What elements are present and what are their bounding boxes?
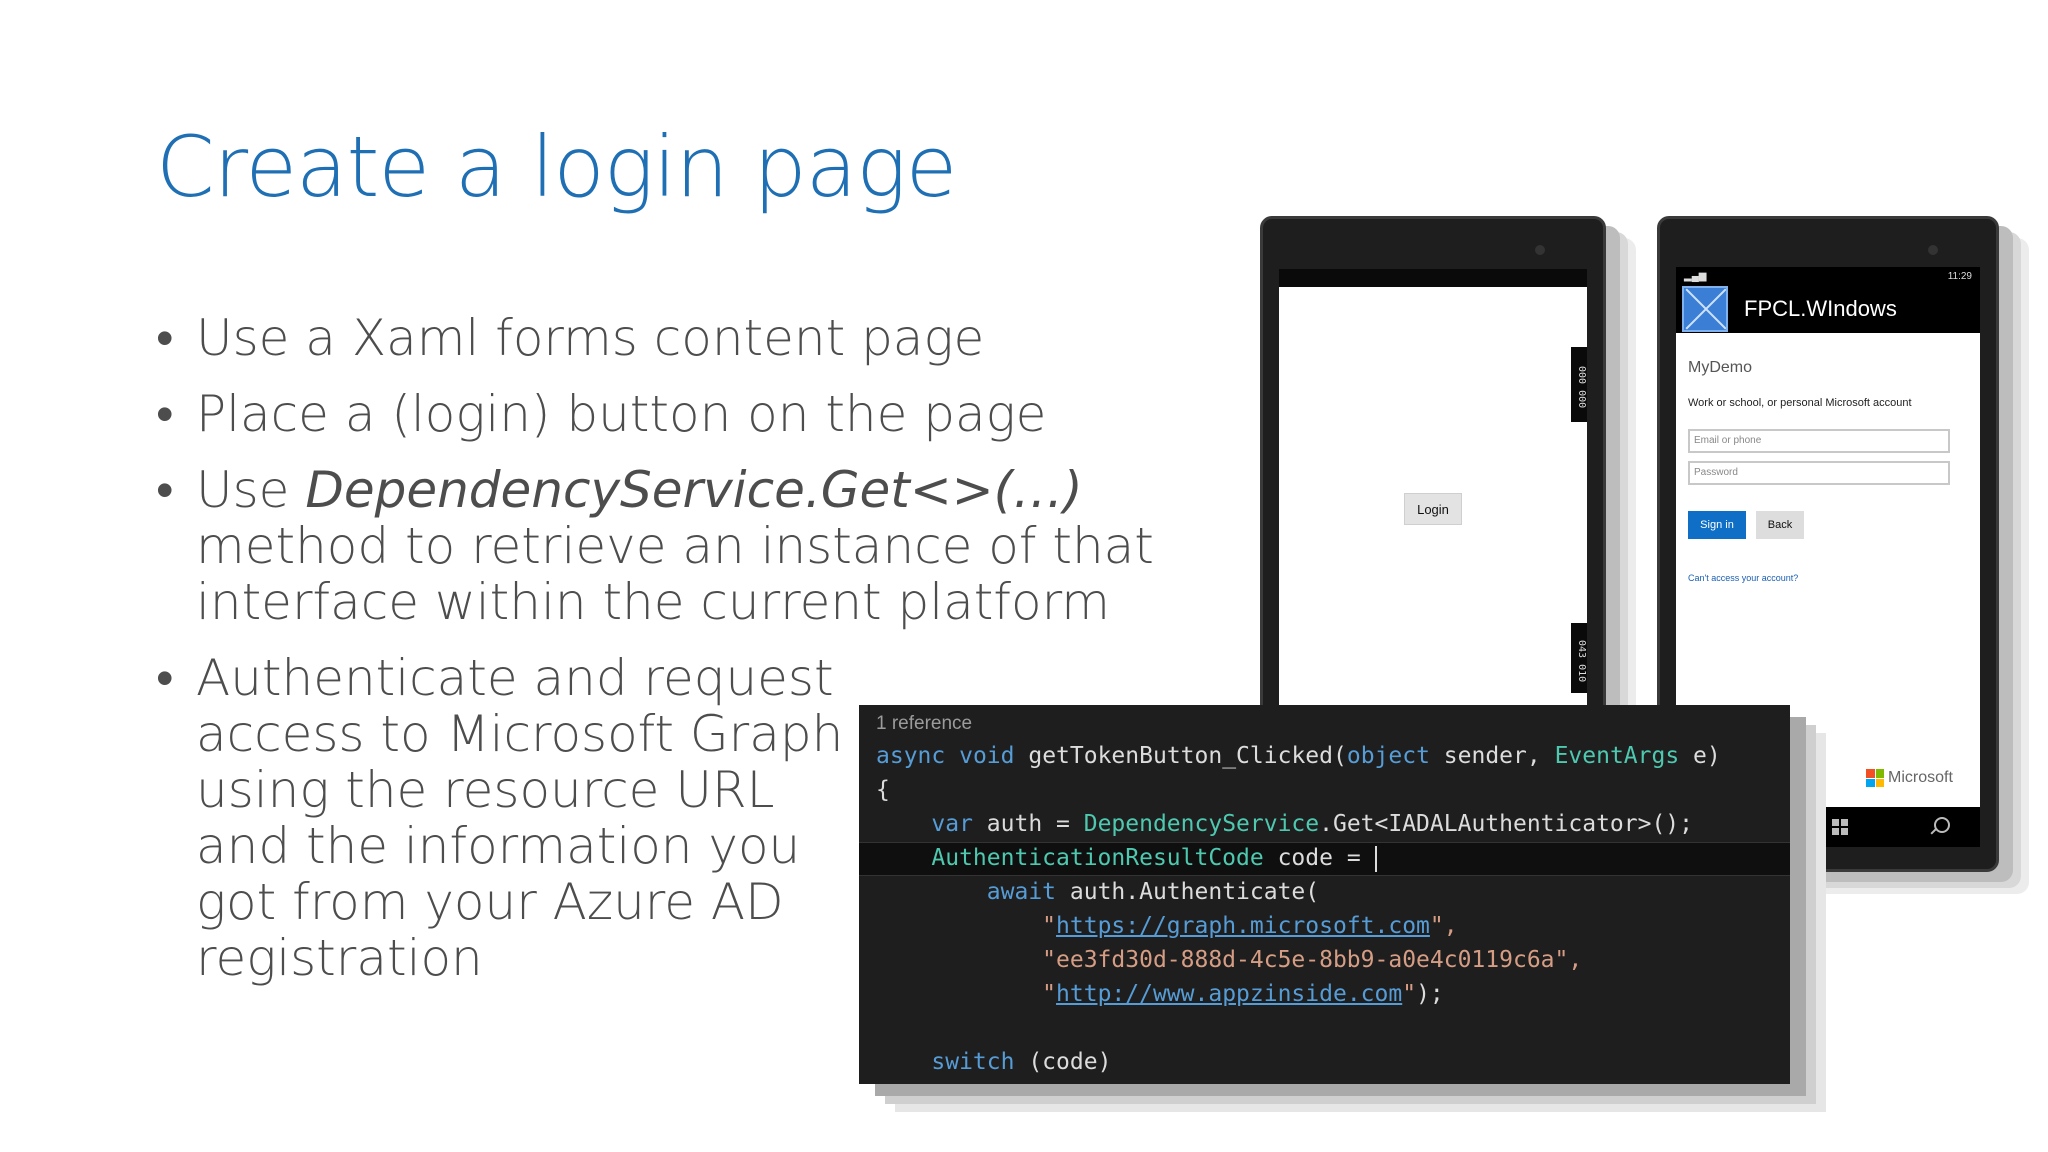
bullet-item: Use DependencyService.Get<>(…) method to… [156,462,1156,630]
bullet-list: Use a Xaml forms content page Place a (l… [156,310,1154,1006]
bullet-emphasis: DependencyService.Get<>(…) [305,461,1083,519]
bullet-text: method to retrieve an instance of that i… [196,517,1154,631]
status-time: 11:29 [1947,270,1972,282]
redirect-url-link[interactable]: http://www.appzinside.com [1056,981,1403,1007]
brand-name: Microsoft [1888,769,1953,786]
current-line-highlight [859,842,1790,876]
text-caret [1374,845,1377,872]
frame-counter: 000 000 [1571,347,1587,422]
password-field[interactable]: Password [1688,461,1950,485]
code-line: "ee3fd30d-888d-4c5e-8bb9-a0e4c0119c6a", [1042,947,1583,973]
code-line: "http://www.appzinside.com"); [1042,981,1444,1007]
graph-url-link[interactable]: https://graph.microsoft.com [1056,913,1430,939]
camera-icon [1928,245,1938,255]
windows-icon[interactable] [1832,819,1848,835]
bullet-text: Use [196,461,306,519]
login-button[interactable]: Login [1404,493,1462,525]
microsoft-logo-icon [1866,769,1884,787]
status-bar: ▂▄▆ 11:29 [1676,267,1980,285]
email-field[interactable]: Email or phone [1688,429,1950,453]
frame-counter: 043 010 [1571,623,1587,693]
code-editor: 1 reference async void getTokenButton_Cl… [859,705,1790,1084]
app-title: FPCL.WIndows [1744,296,1897,321]
search-icon[interactable] [1934,817,1950,833]
back-button[interactable]: Back [1756,511,1804,539]
phone-emulator-login: Login 000 000 043 010 [1260,216,1606,737]
microsoft-logo: Microsoft [1866,769,1953,787]
sign-in-button[interactable]: Sign in [1688,511,1746,539]
signal-icon: ▂▄▆ [1684,270,1707,282]
tenant-name: MyDemo [1688,359,1753,376]
code-line: async void getTokenButton_Clicked(object… [876,743,1721,769]
app-header: FPCL.WIndows [1676,285,1980,333]
camera-icon [1535,245,1545,255]
phone-screen: Login 000 000 043 010 [1279,269,1587,737]
phone-emulator-signin: ▂▄▆ 11:29 FPCL.WIndows MyDemo Work or sc… [1657,216,1999,872]
code-line: "https://graph.microsoft.com", [1042,913,1458,939]
code-line: await auth.Authenticate( [986,879,1320,905]
account-prompt: Work or school, or personal Microsoft ac… [1688,397,1912,409]
button-row: Sign in Back [1688,511,1980,539]
slide-title: Create a login page [156,118,957,216]
bullet-item: Use a Xaml forms content page [156,310,1116,366]
code-line: var auth = DependencyService.Get<IADALAu… [931,811,1693,837]
app-icon [1682,286,1728,332]
cant-access-link[interactable]: Can't access your account? [1688,573,1799,583]
code-line: { [876,777,890,803]
reference-count[interactable]: 1 reference [876,713,973,734]
code-line: switch (code) [931,1049,1112,1075]
bullet-item: Place a (login) button on the page [156,386,1116,442]
bullet-item: Authenticate and request access to Micro… [156,650,856,986]
code-line: AuthenticationResultCode code = [931,845,1377,872]
